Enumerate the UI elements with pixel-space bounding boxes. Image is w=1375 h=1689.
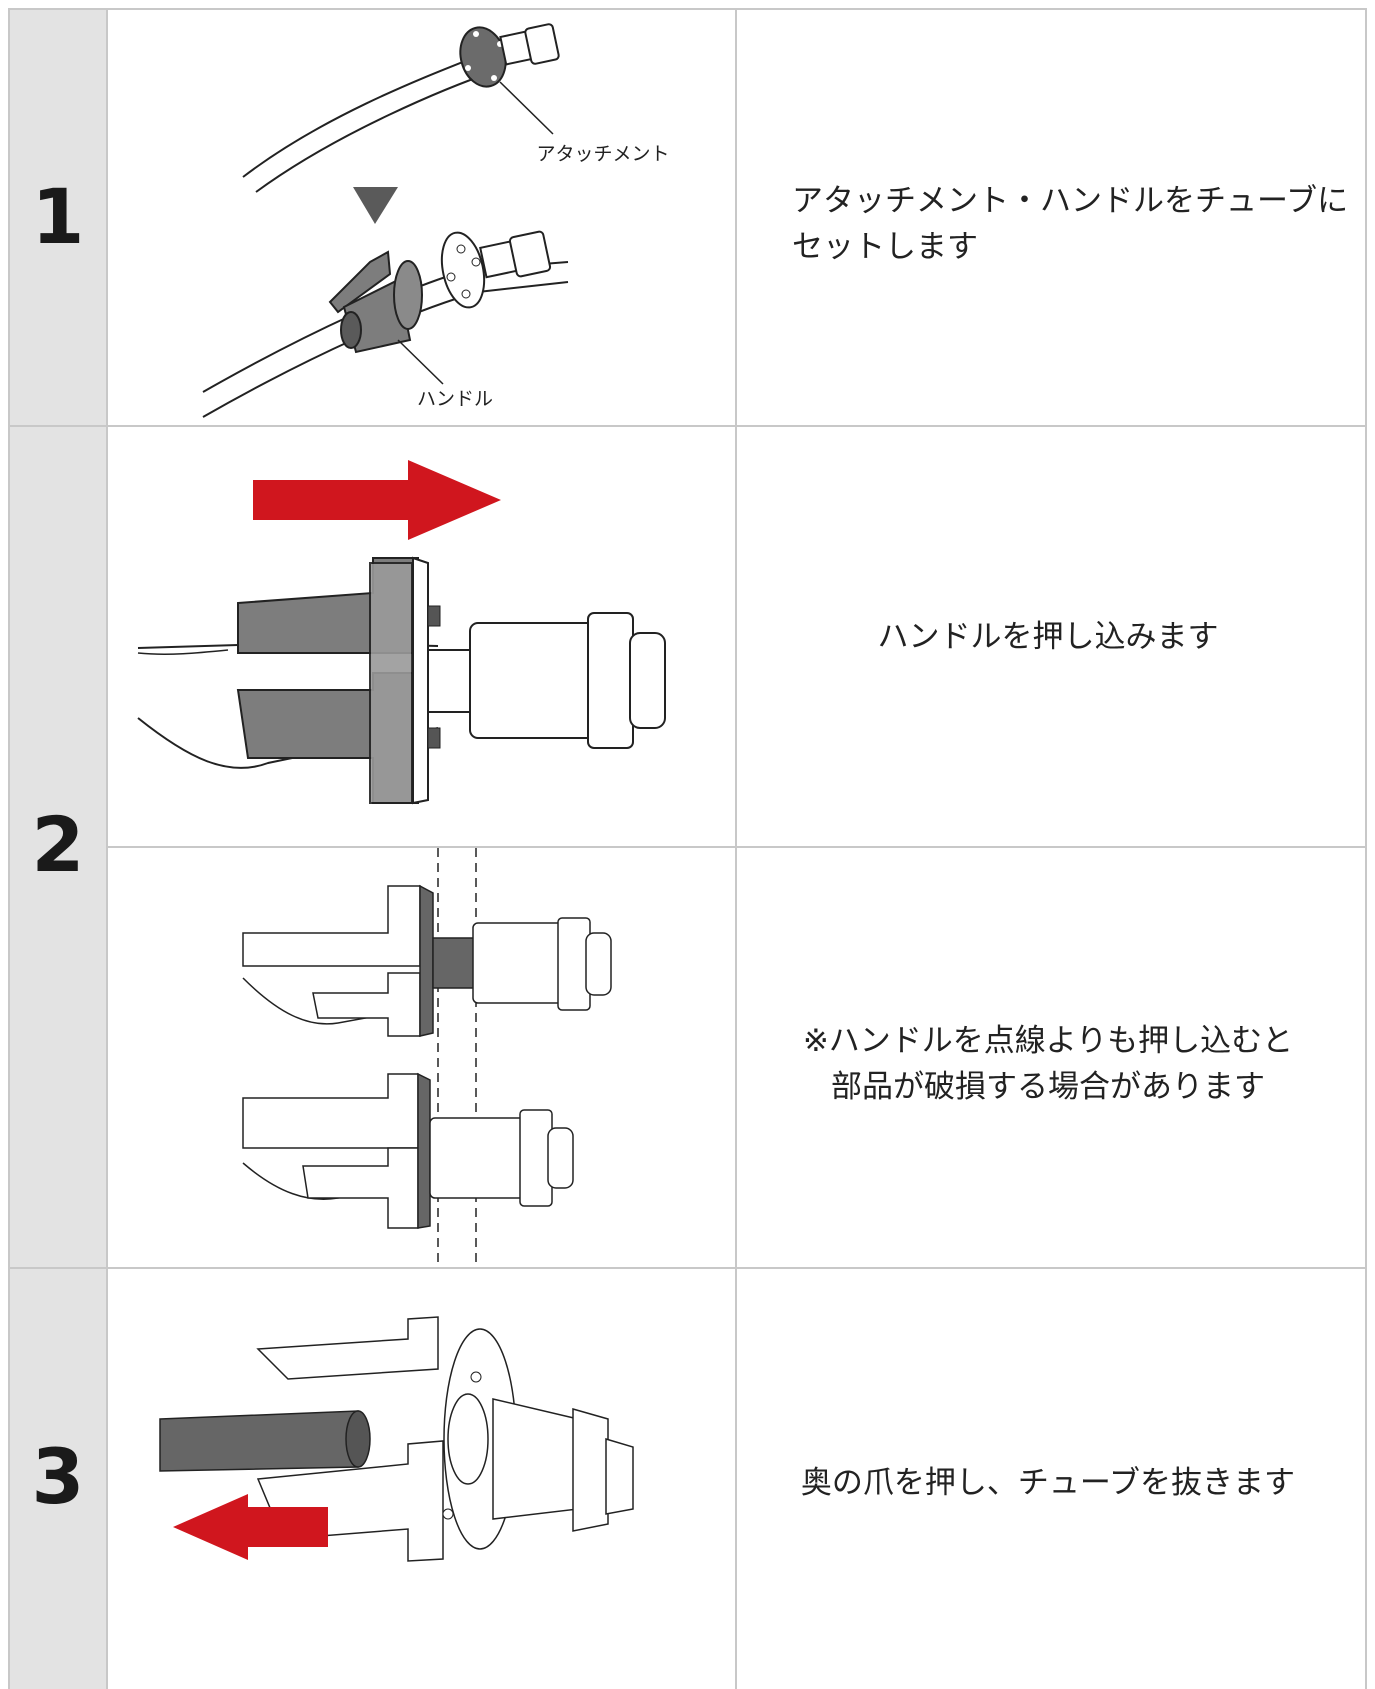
row-divider-1: [10, 425, 1367, 427]
step-number-2: 2: [31, 800, 85, 889]
caution-note-line: 部品が破損する場合があります: [831, 1069, 1265, 1105]
attachment-flange-icon: [459, 26, 507, 88]
step1-description: アタッチメント・ハンドルをチューブに セットします: [738, 178, 1358, 270]
handle-overpushed-position-icon: [242, 1072, 574, 1229]
pull-left-arrow-icon: [173, 1494, 328, 1560]
step3-description: 奥の爪を押し、チューブを抜きます: [800, 1465, 1296, 1501]
attachment-flange-lower-icon: [440, 231, 486, 309]
caution-note-line: ※ハンドルを点線よりも押し込むと: [802, 1023, 1294, 1059]
step1-illustration: アタッチメント ハンドル: [202, 23, 670, 418]
column-divider-left: [106, 10, 108, 1689]
step1-description-line: セットします: [792, 229, 978, 265]
step2-caution-note: ※ハンドルを点線よりも押し込むと 部品が破損する場合があります: [738, 1018, 1358, 1110]
attachment-label: アタッチメント: [536, 143, 669, 165]
step-number-3: 3: [31, 1432, 85, 1521]
tube-removed-icon: [159, 1410, 359, 1472]
handle-correct-position-icon: [242, 884, 612, 1037]
step-number-column: [10, 10, 106, 1689]
handle-label: ハンドル: [417, 388, 493, 410]
instruction-table: [8, 8, 1367, 1689]
step3-remove-illustration: [159, 1316, 634, 1562]
handle-part-icon: [328, 250, 423, 354]
step2-limit-illustration: [242, 848, 612, 1266]
step2-push-illustration: [137, 460, 666, 805]
push-right-arrow-icon: [253, 460, 501, 540]
step1-description-line: アタッチメント・ハンドルをチューブに: [792, 183, 1349, 219]
down-triangle-icon: [353, 187, 398, 224]
step-number-1: 1: [31, 172, 85, 261]
column-divider-right: [735, 10, 737, 1689]
row-divider-2: [10, 1267, 1367, 1269]
step2-description: ハンドルを押し込みます: [877, 619, 1219, 655]
